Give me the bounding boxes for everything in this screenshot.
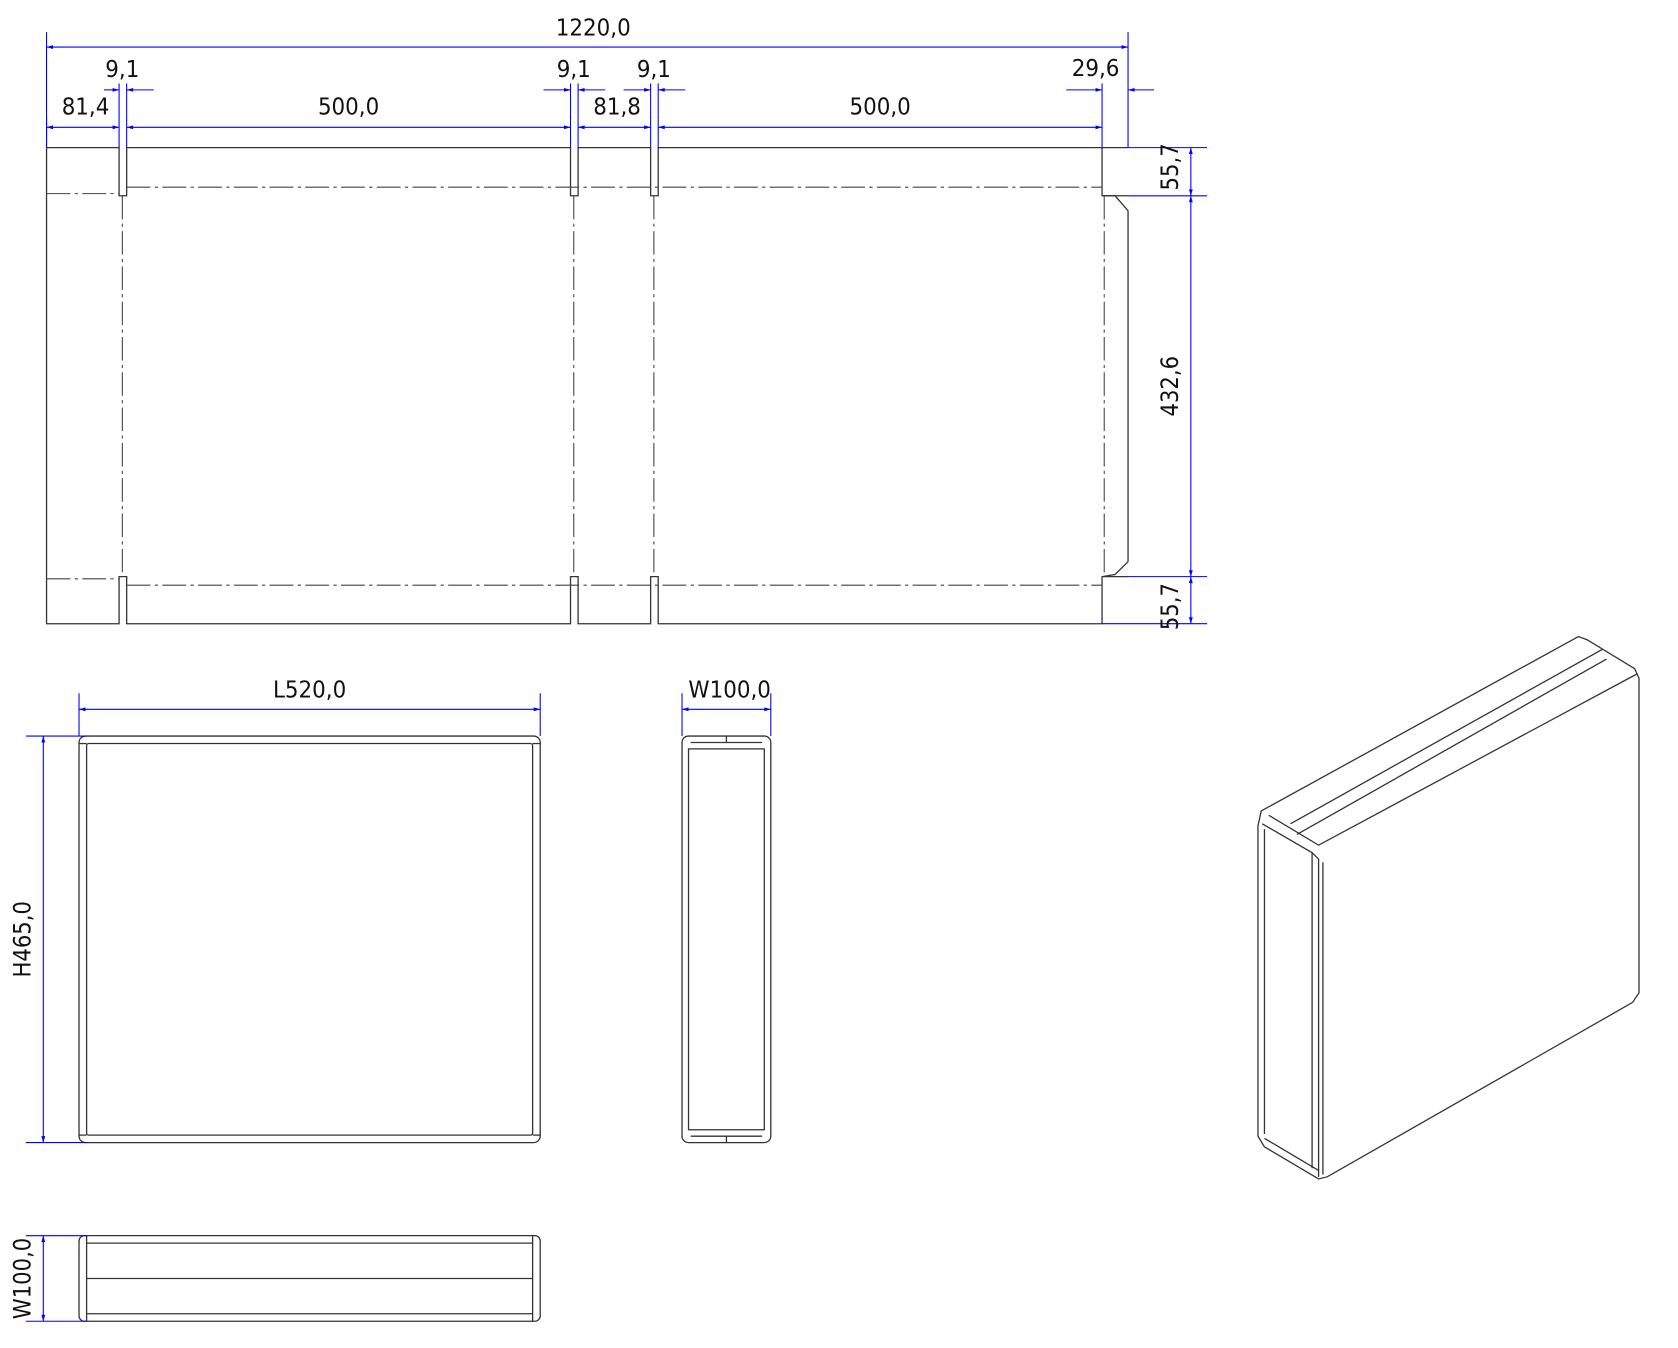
dim-panel-1: 500,0 bbox=[318, 93, 379, 121]
top-view: W100,0 bbox=[8, 1235, 541, 1322]
fold-lines bbox=[46, 186, 1105, 586]
dim-front-length: L520,0 bbox=[273, 676, 346, 704]
dim-front-height: H465,0 bbox=[8, 901, 36, 977]
dim-overall-width: 1220,0 bbox=[556, 13, 631, 41]
flat-dimensions: 1220,0 9,1 9,1 9,1 29,6 81,4 500,0 bbox=[46, 13, 1208, 630]
dim-panel-2: 500,0 bbox=[849, 93, 910, 121]
dim-slot-mid1: 9,1 bbox=[557, 55, 591, 83]
dim-height-bottom: 55,7 bbox=[1156, 583, 1184, 630]
dim-flap-left: 81,4 bbox=[62, 93, 110, 121]
flat-pattern-outline bbox=[45, 146, 1129, 625]
side-view: W100,0 bbox=[681, 676, 772, 1144]
dim-tab-right: 29,6 bbox=[1072, 54, 1120, 82]
dim-slot-left: 9,1 bbox=[105, 55, 139, 83]
dim-height-mid: 432,6 bbox=[1156, 356, 1184, 417]
dim-slot-mid2: 9,1 bbox=[637, 55, 671, 83]
isometric-view bbox=[1257, 635, 1640, 1180]
dim-side-width: W100,0 bbox=[688, 676, 770, 704]
flat-pattern: 1220,0 9,1 9,1 9,1 29,6 81,4 500,0 bbox=[45, 13, 1208, 630]
front-view: L520,0 H465,0 bbox=[8, 676, 541, 1144]
dim-top-width: W100,0 bbox=[8, 1238, 36, 1319]
dim-flap-mid: 81,8 bbox=[593, 93, 641, 121]
dim-height-top: 55,7 bbox=[1156, 143, 1184, 190]
